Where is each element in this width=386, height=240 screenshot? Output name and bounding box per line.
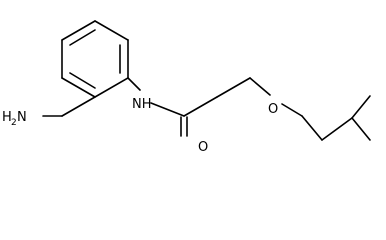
- ch2-ch2-bond: [216, 77, 251, 98]
- ring-double-bond: [69, 29, 96, 46]
- ch2-to-o-bond: [249, 77, 271, 96]
- ring-bond: [94, 20, 129, 41]
- isopentyl-chain: [281, 95, 371, 141]
- ring-to-ch2-bond: [61, 96, 96, 117]
- carbonyl-o-label: O: [198, 140, 208, 155]
- ether-o-label: O: [268, 102, 278, 117]
- amide-group: NH O: [127, 77, 218, 155]
- molecule-structure: H 2 N NH O O: [2, 20, 371, 155]
- structure-canvas: H 2 N NH O O: [2, 20, 371, 155]
- aminomethyl-group: H 2 N: [2, 96, 96, 128]
- ring-bond: [94, 77, 129, 98]
- ether-chain: O: [216, 77, 278, 117]
- carbonyl-to-ch2-bond: [183, 96, 218, 117]
- amine-subscript-label: 2: [11, 118, 17, 128]
- amine-h-label: H: [2, 110, 12, 125]
- o-to-ch2-bond: [281, 103, 303, 117]
- ch-to-ch3-down-bond: [351, 117, 371, 141]
- ring-bond: [61, 20, 96, 41]
- ch-to-ch3-up-bond: [351, 95, 371, 119]
- ring-to-nh-bond: [127, 77, 141, 91]
- ch2-ch2-bond: [301, 115, 323, 141]
- ch2-to-ch-bond: [321, 117, 353, 141]
- nh-to-carbonyl-bond: [150, 102, 185, 117]
- ring-double-bond: [69, 72, 96, 89]
- ring-bond: [61, 77, 96, 98]
- amine-n-label: N: [17, 110, 27, 125]
- amide-nh-label: NH: [132, 97, 152, 112]
- benzene-ring: [61, 20, 129, 98]
